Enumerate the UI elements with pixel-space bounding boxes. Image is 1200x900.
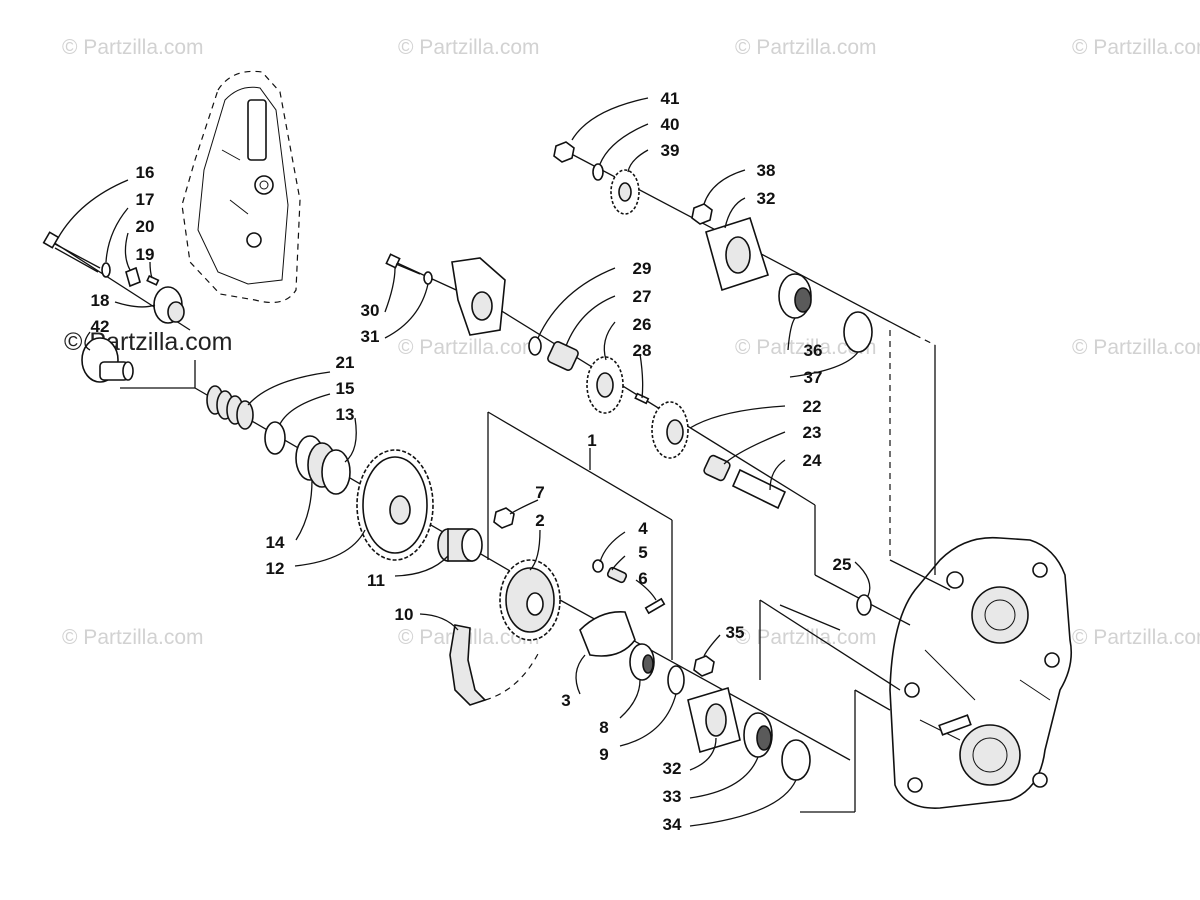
- shift-rod: [779, 604, 841, 631]
- callout-22: 22: [803, 397, 822, 416]
- callout-17: 17: [136, 190, 155, 209]
- callout-21: 21: [336, 353, 355, 372]
- callout-31: 31: [361, 327, 380, 346]
- watermark: © Partzilla.com: [398, 336, 540, 359]
- callout-20: 20: [136, 217, 155, 236]
- callout-29: 29: [633, 259, 652, 278]
- cam-42: [81, 337, 134, 383]
- thrust-bearing-13-14: [295, 435, 351, 495]
- callout-8: 8: [599, 718, 608, 737]
- watermark: © Partzilla.com: [62, 626, 204, 649]
- needle-bearing-27: [547, 341, 579, 371]
- sprocket-12: [356, 449, 434, 561]
- seal-34: [781, 739, 811, 781]
- watermark: © Partzilla.com: [62, 36, 204, 59]
- callout-10: 10: [395, 605, 414, 624]
- nut-38: [691, 203, 713, 225]
- callout-labels: 16 17 20 19 18 42 21 15 13 14 12 11 10 1…: [91, 89, 852, 834]
- nut-35: [693, 655, 715, 677]
- callout-15: 15: [336, 379, 355, 398]
- callout-23: 23: [803, 423, 822, 442]
- callout-9: 9: [599, 745, 608, 764]
- snap-ring-15: [264, 421, 286, 455]
- leader-lines: [57, 97, 871, 827]
- callout-5: 5: [638, 543, 647, 562]
- bushing-23: [703, 454, 731, 482]
- pin-19: [146, 275, 160, 286]
- bearing-36: [778, 273, 812, 319]
- detent-4-5: [592, 559, 628, 584]
- seal-37: [843, 311, 873, 353]
- washer-17: [101, 262, 111, 278]
- nut-7: [493, 507, 515, 529]
- callout-36: 36: [804, 341, 823, 360]
- callout-33: 33: [663, 787, 682, 806]
- watermark: © Partzilla.com: [735, 36, 877, 59]
- pin-28: [634, 392, 650, 405]
- callout-32-top: 32: [757, 189, 776, 208]
- callout-18: 18: [91, 291, 110, 310]
- callout-40: 40: [661, 115, 680, 134]
- callout-25: 25: [833, 555, 852, 574]
- callout-12: 12: [266, 559, 285, 578]
- sprocket-26: [586, 356, 624, 414]
- callout-27: 27: [633, 287, 652, 306]
- watermark: © Partzilla.com: [735, 336, 877, 359]
- bolt-16: [42, 231, 101, 273]
- sprocket-39: [610, 169, 640, 215]
- washer-9: [667, 665, 685, 695]
- callout-3: 3: [561, 691, 570, 710]
- callout-1: 1: [587, 431, 596, 450]
- callout-30: 30: [361, 301, 380, 320]
- callout-7: 7: [535, 483, 544, 502]
- callout-16: 16: [136, 163, 155, 182]
- watermark: © Partzilla.com: [1072, 36, 1200, 59]
- nut-41: [553, 141, 575, 163]
- assembly-lines: [49, 147, 951, 813]
- callout-11: 11: [367, 571, 385, 590]
- callout-26: 26: [633, 315, 652, 334]
- watermark: © Partzilla.com: [1072, 336, 1200, 359]
- callout-41: 41: [661, 89, 680, 108]
- gear-2: [499, 559, 561, 641]
- parts-layer: [42, 141, 873, 781]
- bearing-8: [629, 643, 655, 681]
- bolt-30-31: [385, 253, 433, 285]
- bolt-6: [644, 597, 666, 615]
- watermark: © Partzilla.com: [735, 626, 877, 649]
- washer-29: [528, 336, 542, 356]
- pinion-11: [437, 528, 483, 562]
- callout-2: 2: [535, 511, 544, 530]
- callout-38: 38: [757, 161, 776, 180]
- cap-18: [153, 286, 185, 324]
- bearing-33: [743, 712, 773, 758]
- callout-19: 19: [136, 245, 155, 264]
- spring-21: [206, 385, 254, 430]
- watermark: © Partzilla.com: [1072, 626, 1200, 649]
- callout-13: 13: [336, 405, 355, 424]
- lock-tab-20: [125, 266, 141, 288]
- callout-14: 14: [266, 533, 285, 552]
- callout-28: 28: [633, 341, 652, 360]
- sprocket-22: [651, 401, 689, 459]
- callout-6: 6: [638, 569, 647, 588]
- sleeve-24: [731, 468, 787, 510]
- washer-40: [592, 163, 604, 181]
- washer-25: [856, 594, 872, 616]
- shift-fork-3: [579, 611, 636, 657]
- callout-35: 35: [726, 623, 745, 642]
- callout-4: 4: [638, 519, 648, 538]
- callout-42: 42: [91, 317, 110, 336]
- watermark: © Partzilla.com: [398, 36, 540, 59]
- callout-37: 37: [804, 368, 823, 387]
- transmission-housing: [889, 536, 1073, 809]
- callout-34: 34: [663, 815, 682, 834]
- callout-39: 39: [661, 141, 680, 160]
- gear-case-cover: [181, 70, 301, 303]
- callout-32-bottom: 32: [663, 759, 682, 778]
- callout-24: 24: [803, 451, 822, 470]
